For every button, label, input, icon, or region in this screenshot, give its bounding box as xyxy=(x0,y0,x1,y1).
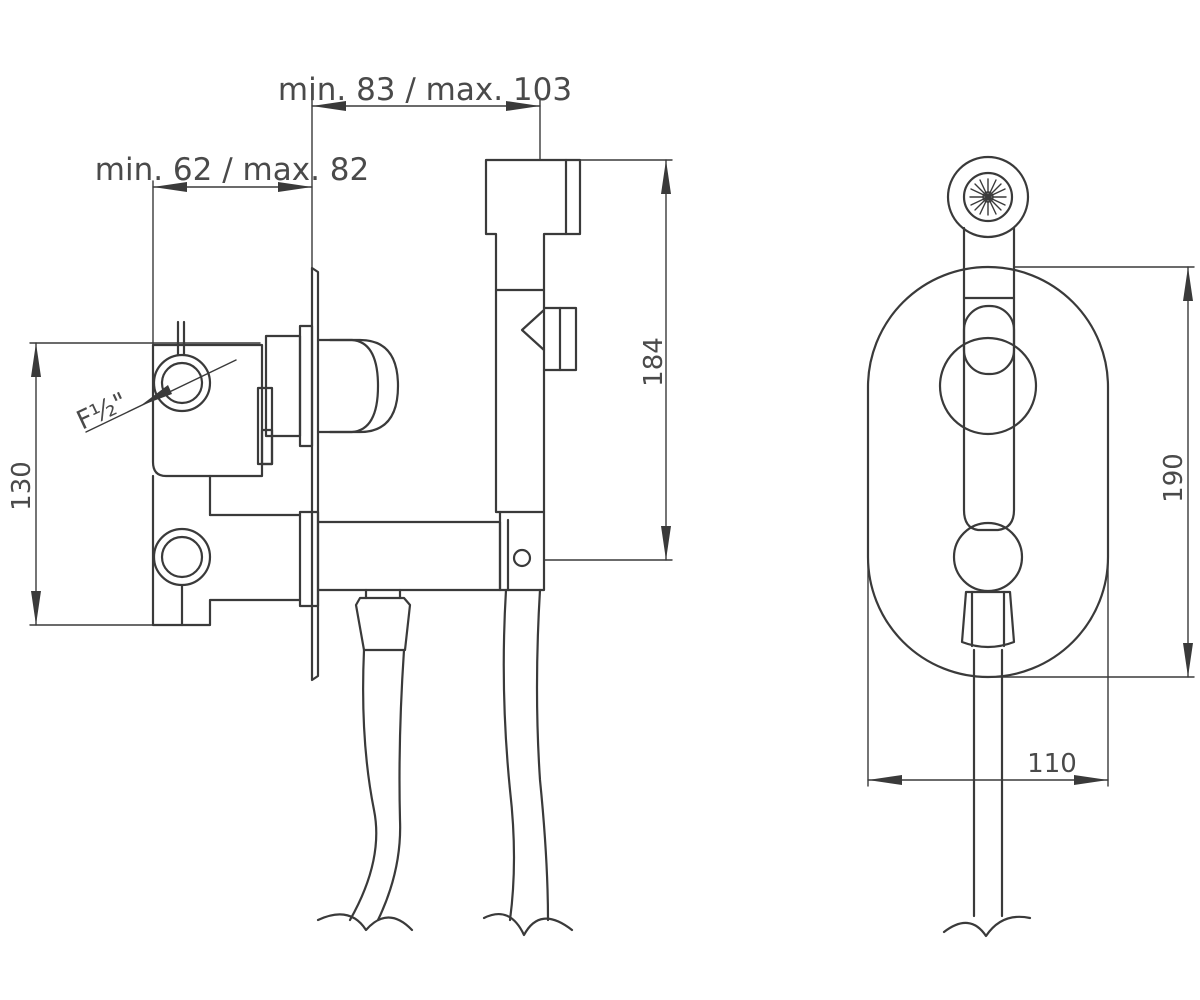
dimension-body-height: 130 xyxy=(7,342,261,626)
dimension-label-plate-width: 110 xyxy=(1027,749,1077,779)
valve-body xyxy=(151,320,302,627)
dimension-label-body-height: 130 xyxy=(7,461,37,511)
thread-callout: F½" xyxy=(72,359,237,436)
front-view: 190 110 xyxy=(866,155,1195,938)
wall-plate-side xyxy=(310,266,320,682)
shower-head-front xyxy=(946,155,1030,239)
dimension-plate-height: 190 xyxy=(987,266,1195,678)
dimension-inner-depth: min. 62 / max. 82 xyxy=(95,152,369,346)
hoses-side xyxy=(316,588,574,937)
thread-label: F½" xyxy=(72,387,132,436)
dimension-label-inner-depth: min. 62 / max. 82 xyxy=(95,152,369,188)
hand-shower-side xyxy=(484,158,582,592)
outlet-arm xyxy=(298,510,502,652)
mixer-knob-front xyxy=(938,336,1038,436)
diverter-front xyxy=(952,521,1024,593)
dimension-outer-depth: min. 83 / max. 103 xyxy=(278,72,572,269)
dimension-label-outer-depth: min. 83 / max. 103 xyxy=(278,72,572,108)
mixer-knob-side xyxy=(264,324,400,448)
hose-front xyxy=(942,648,1032,938)
dimension-label-holder-height: 184 xyxy=(639,337,669,387)
dimension-label-plate-height: 190 xyxy=(1159,453,1189,503)
side-view: min. 83 / max. 103 min. 62 / max. 82 130… xyxy=(7,72,673,937)
wall-plate-front xyxy=(866,265,1110,679)
dimension-holder-height: 184 xyxy=(543,159,673,561)
dimension-plate-width: 110 xyxy=(867,559,1109,787)
handle-front xyxy=(938,226,1038,649)
upper-port xyxy=(152,353,212,413)
